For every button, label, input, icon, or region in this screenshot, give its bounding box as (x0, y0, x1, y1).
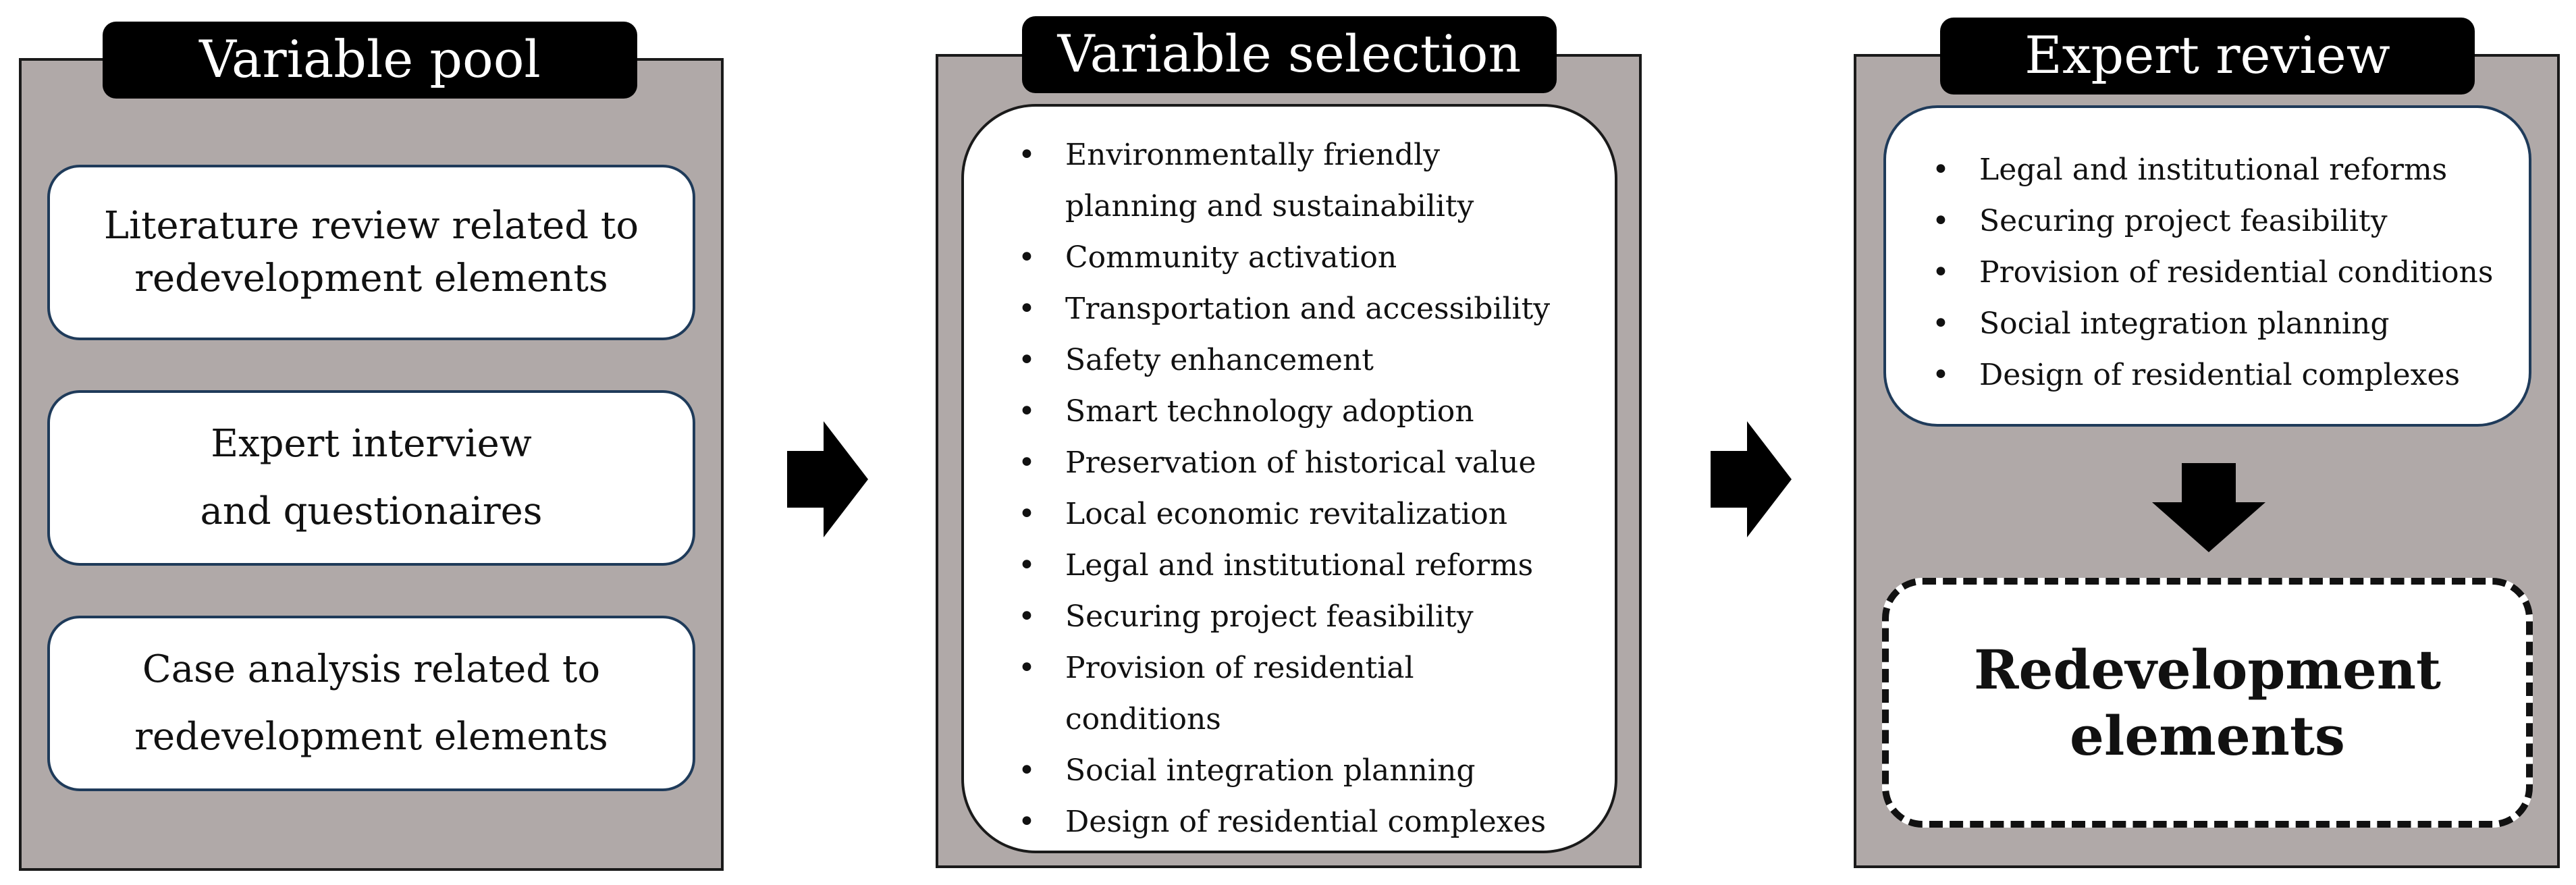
list-item: Design of residential complexes (1916, 350, 2493, 401)
card-line: Expert interview (211, 422, 532, 466)
list-item: Securing project feasibility (1002, 591, 1550, 643)
result-line: Redevelopment (1974, 638, 2441, 701)
variable-selection-list: Environmentally friendly planning and su… (1002, 130, 1550, 848)
right-arrow-icon (1711, 421, 1792, 537)
variable-selection-list-box: Environmentally friendly planning and su… (961, 104, 1617, 853)
list-item: Social integration planning (1002, 745, 1550, 797)
redevelopment-elements-box: Redevelopment elements (1882, 578, 2533, 828)
card-line: redevelopment elements (134, 257, 608, 300)
variable-selection-title: Variable selection (1022, 16, 1557, 93)
list-item: Legal and institutional reforms (1916, 144, 2493, 196)
list-item: Securing project feasibility (1916, 196, 2493, 247)
list-item: Design of residential complexes (1002, 797, 1550, 848)
list-item: Transportation and accessibility (1002, 284, 1550, 335)
expert-review-title: Expert review (1940, 18, 2475, 95)
list-item: Provision of residential conditions (1916, 247, 2493, 298)
expert-review-list: Legal and institutional reforms Securing… (1916, 144, 2493, 401)
list-item: Community activation (1002, 232, 1550, 284)
list-item: Safety enhancement (1002, 335, 1550, 386)
card-line: Case analysis related to (142, 647, 601, 691)
right-arrow-icon (787, 421, 868, 537)
list-item: Social integration planning (1916, 298, 2493, 350)
case-analysis-card: Case analysis related to redevelopment e… (47, 616, 695, 791)
expert-review-list-box: Legal and institutional reforms Securing… (1883, 105, 2531, 427)
list-item: Preservation of historical value (1002, 437, 1550, 489)
down-arrow-icon (2152, 463, 2265, 552)
list-item: Environmentally friendly planning and su… (1002, 130, 1550, 232)
list-item: Provision of residential conditions (1002, 643, 1550, 745)
list-item: Legal and institutional reforms (1002, 540, 1550, 591)
literature-review-card: Literature review related to redevelopme… (47, 165, 695, 340)
card-line: redevelopment elements (134, 715, 608, 759)
expert-interview-card: Expert interview and questionaires (47, 390, 695, 566)
list-item: Smart technology adoption (1002, 386, 1550, 437)
card-line: Literature review related to (103, 204, 639, 248)
result-line: elements (2070, 704, 2345, 768)
variable-pool-title: Variable pool (103, 22, 637, 99)
card-line: and questionaires (200, 489, 543, 533)
list-item: Local economic revitalization (1002, 489, 1550, 540)
